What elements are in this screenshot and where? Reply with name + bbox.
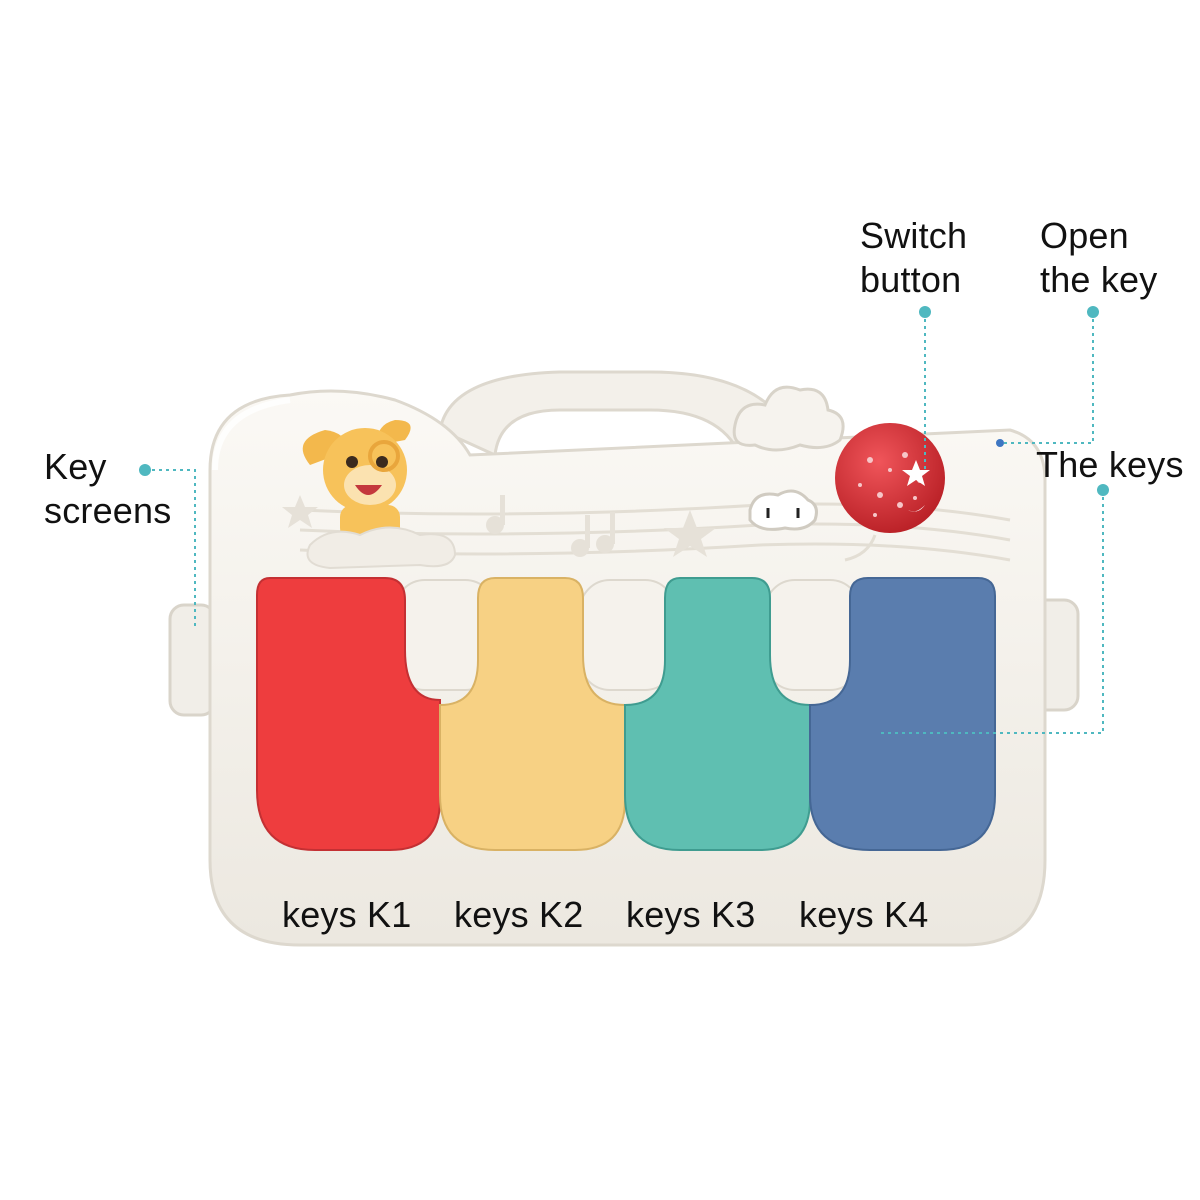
- key-label-k3: keys K3: [626, 894, 756, 935]
- piano-key-k2[interactable]: [439, 577, 626, 851]
- open-key-indicator: [996, 439, 1004, 447]
- callout-leaders: [145, 312, 1104, 734]
- left-side-clip: [168, 603, 217, 717]
- callout-dots: [139, 306, 1109, 496]
- music-note-icon: [486, 495, 615, 557]
- smiley-cloud-icon: [748, 489, 818, 531]
- key-label-k1: keys K1: [282, 894, 412, 935]
- star-icon: [282, 495, 716, 557]
- callout-the-keys: The keys: [1036, 444, 1184, 485]
- callout-switch-button: Switch button: [860, 215, 968, 300]
- cloud-icon: [732, 385, 845, 452]
- key-label-k2: keys K2: [454, 894, 584, 935]
- piano-key-k4[interactable]: [809, 577, 996, 851]
- piano-key-k3[interactable]: [624, 577, 811, 851]
- piano-key-k1[interactable]: [256, 577, 441, 851]
- balloon-star-projector-icon[interactable]: [835, 423, 945, 562]
- cloud-seat: [306, 526, 457, 570]
- callout-key-screens: Key screens: [44, 446, 172, 531]
- callout-open-key: Open the key: [1040, 215, 1158, 300]
- key-label-k4: keys K4: [799, 894, 929, 935]
